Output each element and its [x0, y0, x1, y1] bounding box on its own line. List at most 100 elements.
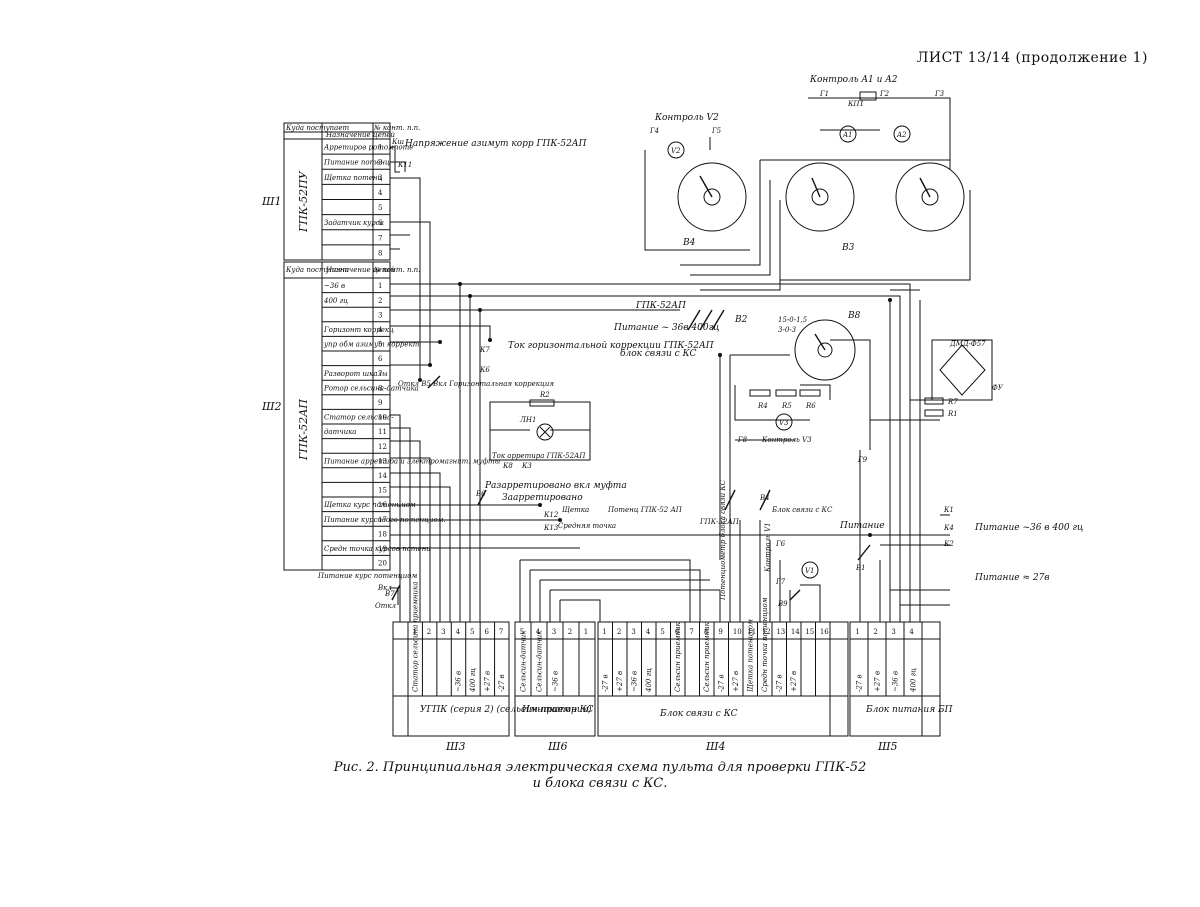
label-k7: К7 [479, 346, 490, 354]
b8-range1: 15-0-1,5 [778, 316, 808, 324]
sh5-name: Ш5 [877, 740, 898, 753]
pin-purpose: датчика [324, 428, 356, 436]
pin-purpose: Средн точка курсов потенц [324, 545, 431, 553]
label-k2: К2 [943, 540, 954, 548]
pin-purpose: Сельсин-датчик [535, 630, 543, 692]
sh3-name: Ш3 [445, 740, 466, 753]
label-blok2: Блок связи с КС [771, 506, 833, 514]
label-g5: Г5 [711, 127, 722, 135]
pin-number: 4 [456, 628, 461, 636]
sh1-name: Ш1 [261, 195, 282, 208]
sh4-title: Блок связи с КС [659, 709, 738, 719]
label-b6: В6 [475, 490, 486, 498]
label-fu: ФУ [992, 384, 1004, 392]
b8-label: В8 [847, 311, 861, 321]
label-tok-arr: Ток арретира ГПК-52АП [492, 452, 586, 460]
label-b2: В2 [734, 315, 748, 325]
pin-purpose: -27 в [601, 674, 609, 692]
pin-number: 11 [378, 428, 387, 436]
pin-number: 6 [378, 355, 383, 363]
label-r5: R5 [781, 402, 792, 410]
label-g4: Г4 [649, 127, 659, 135]
connector-sh4: Блок связи с КС Ш4 1-27 в2+27 в3~36 в440… [598, 597, 848, 753]
label-k6: К6 [479, 366, 490, 374]
v3-meter-label: V3 [779, 419, 789, 427]
pin-number: 2 [617, 628, 621, 636]
pin-number: 8 [378, 249, 382, 257]
pin-purpose: +27 в [616, 671, 624, 692]
pin-number: 2 [873, 628, 877, 636]
pin-purpose: Сельсин приемник [674, 621, 682, 692]
pin-number: 20 [378, 560, 387, 568]
switch-b4: В4 V2 [668, 142, 746, 248]
label-control-a: Контроль A1 и A2 [809, 75, 898, 85]
connector-sh3: УГПК (серия 2) (сельсин-приемник) Ш3 1Ст… [393, 582, 592, 753]
sh6-name: Ш6 [547, 740, 568, 753]
pin-purpose: Задатчик курса [324, 219, 384, 227]
pin-purpose: Сельсин приемник [703, 621, 711, 692]
pin-number: 4 [646, 628, 651, 636]
label-pit27: Питание ≈ 27в [974, 573, 1050, 583]
label-k4: К4 [943, 524, 954, 532]
label-kp1: КП1 [847, 100, 864, 108]
label-k11: К11 [397, 161, 412, 169]
pin-number: 16 [820, 628, 829, 636]
pin-purpose: Питание арретира и электромагнит. муфты [323, 457, 501, 465]
resistors [530, 92, 992, 416]
sh1-title: ГПК-52ПУ [297, 170, 310, 233]
v2-meter-label: V2 [671, 147, 681, 155]
label-g6: Г6 [775, 540, 786, 548]
pin-number: 4 [378, 189, 383, 197]
label-k1: К1 [943, 506, 954, 514]
pin-purpose: Статор сельсина- [324, 414, 394, 422]
sh6-title: Имитатор КС [521, 705, 594, 715]
label-shchetka: Щетка [562, 506, 589, 514]
pin-purpose: 400 гц [645, 668, 653, 693]
label-g7: Г7 [775, 578, 786, 586]
pin-number: 2 [378, 297, 382, 305]
label-k8: К8 [502, 462, 513, 470]
connector-sh6: Имитатор КС Ш6 5Сельсин-датчик4Сельсин-д… [515, 622, 595, 753]
pin-number: 5 [378, 204, 382, 212]
label-control-v1: Контроль V1 [764, 522, 772, 573]
label-r1: R1 [947, 410, 958, 418]
label-b9: В9 [777, 600, 788, 608]
connector-sh5: Блок питания БП Ш5 1-27 в2+27 в3~36 в440… [850, 622, 953, 753]
label-zaarr: Заарретировано [502, 493, 583, 503]
pin-purpose: Щетка потенц [324, 174, 382, 182]
pin-number: 5 [660, 628, 664, 636]
pin-purpose: Разворот шкалы [323, 370, 388, 378]
pin-purpose: +27 в [732, 671, 740, 692]
label-k-ii: Кш [391, 138, 404, 146]
pin-number: 3 [378, 311, 382, 319]
pin-number: 4 [909, 628, 914, 636]
label-srednyaya: Средняя точка [558, 522, 616, 530]
label-razarr: Разарретировано вкл муфта [484, 481, 627, 491]
pin-number: 14 [378, 472, 387, 480]
sh1-hdr-purpose: Назначение цепей [325, 131, 396, 139]
connector-sh2: Куда поступает Назначение цепей № конт. … [261, 262, 501, 570]
caption-line1: Рис. 2. Принципиальная электрическая схе… [0, 760, 1200, 775]
label-pit36: Питание ~36 в 400 гц [974, 523, 1083, 533]
label-k13: К13 [543, 524, 559, 532]
pin-number: 1 [378, 282, 382, 290]
pin-number: 9 [718, 628, 722, 636]
pin-number: 15 [378, 487, 387, 495]
pin-number: 1 [855, 628, 859, 636]
pin-number: 6 [484, 628, 489, 636]
pin-purpose: 400 гц [469, 668, 477, 693]
label-g1: Г1 [819, 90, 829, 98]
label-pitanie-36: Питание ~ 36в 400гц [613, 323, 719, 333]
label-k3: К3 [521, 462, 532, 470]
pin-purpose: Горизонт коррекц [323, 326, 394, 334]
b4-label: В4 [682, 238, 696, 248]
pin-purpose: 400 гц [323, 297, 348, 305]
label-voltage-azimuth: Напряжение азимут корр ГПК-52АП [404, 139, 587, 149]
pin-purpose: Статор сельсина приемника [411, 582, 419, 692]
wiring [390, 98, 970, 622]
pin-number: 14 [791, 628, 800, 636]
sh2-name: Ш2 [261, 400, 282, 413]
pin-purpose: -27 в [717, 674, 725, 692]
pin-purpose: Питание потенц [323, 159, 390, 167]
pin-number: 10 [733, 628, 742, 636]
